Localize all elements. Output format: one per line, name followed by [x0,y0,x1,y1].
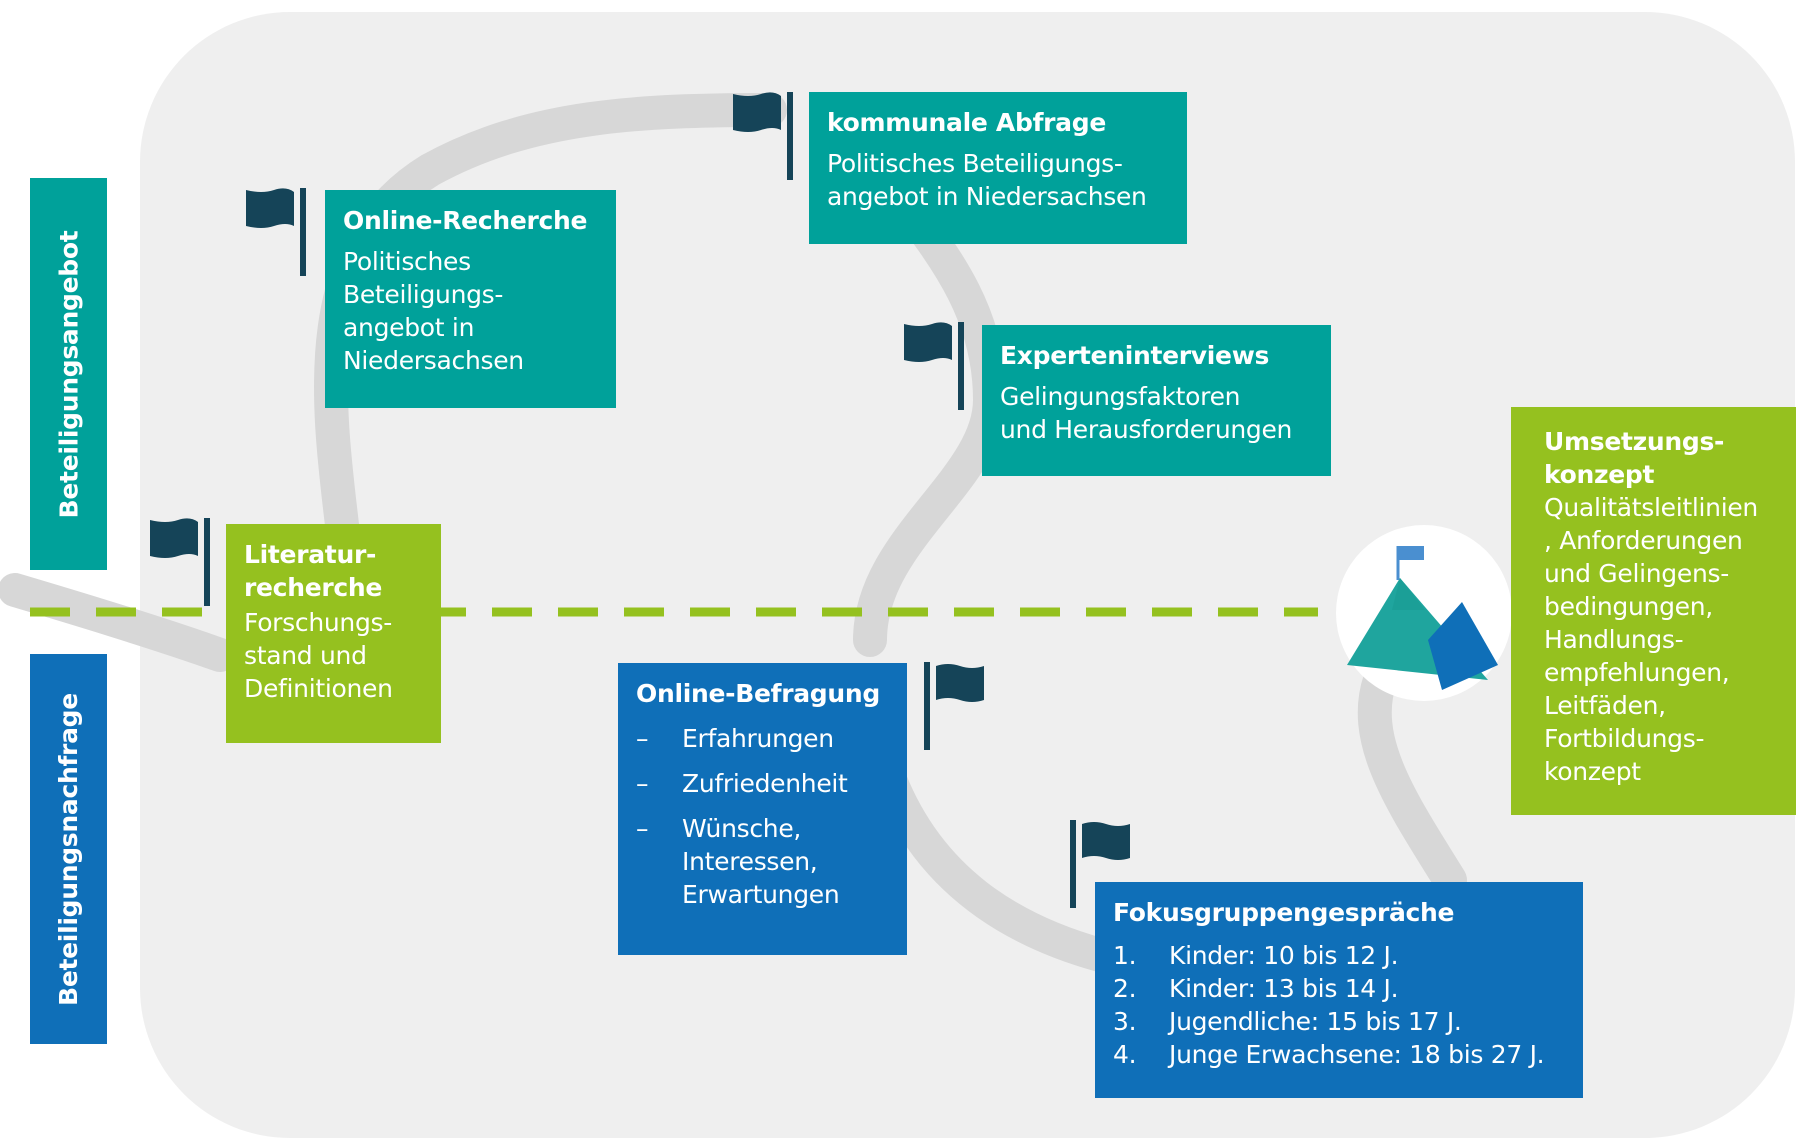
station-text: Gelingungsfaktoren und Herausforderungen [1000,382,1293,444]
flag-icon [733,92,793,180]
flag-icon [246,188,306,276]
flag-icon [150,518,210,606]
list-item: – Zufriedenheit [636,767,889,800]
list-marker: – [636,724,649,753]
list-item-text: Kinder: 13 bis 14 J. [1169,974,1399,1003]
station-title: Literatur- recherche [244,540,383,602]
list-marker: 4. [1113,1040,1137,1069]
list-item: 3. Jugendliche: 15 bis 17 J. [1113,1005,1565,1038]
flag-icon [1070,820,1130,908]
list-item: – Wünsche, Interessen, Erwartungen [636,812,889,911]
station-title: Experteninterviews [1000,341,1270,370]
flag-icon [904,322,964,410]
station-kommunale-abfrage: kommunale Abfrage Politisches Beteiligun… [809,92,1187,244]
list-marker: 2. [1113,974,1137,1003]
list-item-text: Zufriedenheit [682,769,848,798]
list-marker: 1. [1113,941,1137,970]
sidebar-beteiligungsnachfrage: Beteiligungsnachfrage [30,654,107,1044]
list-item: 4. Junge Erwachsene: 18 bis 27 J. [1113,1038,1565,1071]
sidebar-beteiligungsangebot: Beteiligungsangebot [30,178,107,570]
station-text: Politisches Beteiligungs- angebot in Nie… [343,247,524,375]
list-item: – Erfahrungen [636,722,889,755]
station-title: Fokusgruppengespräche [1113,898,1455,927]
sidebar-top-label: Beteiligungsangebot [54,230,84,518]
list-marker: – [636,814,649,843]
online-befragung-list: – Erfahrungen – Zufriedenheit – Wünsche,… [636,722,889,911]
station-title: kommunale Abfrage [827,108,1106,137]
station-umsetzungskonzept: Umsetzungs- konzept Qualitätsleitlinien … [1511,407,1796,815]
mountain-summit-icon [1347,546,1498,690]
list-item-text: Wünsche, Interessen, Erwartungen [682,814,840,909]
station-literaturrecherche: Literatur- recherche Forschungs- stand u… [226,524,441,743]
fokusgruppen-list: 1. Kinder: 10 bis 12 J. 2. Kinder: 13 bi… [1113,939,1565,1071]
station-online-befragung: Online-Befragung – Erfahrungen – Zufried… [618,663,907,955]
list-item-text: Jugendliche: 15 bis 17 J. [1169,1007,1462,1036]
station-fokusgruppengespraeche: Fokusgruppengespräche 1. Kinder: 10 bis … [1095,882,1583,1098]
list-item: 1. Kinder: 10 bis 12 J. [1113,939,1565,972]
station-online-recherche: Online-Recherche Politisches Beteiligung… [325,190,616,408]
station-title: Online-Befragung [636,679,880,708]
goal-marker [1336,525,1512,701]
list-item-text: Erfahrungen [682,724,834,753]
station-text: Forschungs- stand und Definitionen [244,608,393,703]
list-item: 2. Kinder: 13 bis 14 J. [1113,972,1565,1005]
flag-icon [924,662,984,750]
station-title: Online-Recherche [343,206,588,235]
sidebar-bottom-label: Beteiligungsnachfrage [54,692,83,1006]
list-item-text: Kinder: 10 bis 12 J. [1169,941,1399,970]
station-experteninterviews: Experteninterviews Gelingungsfaktoren un… [982,325,1331,476]
list-item-text: Junge Erwachsene: 18 bis 27 J. [1169,1040,1545,1069]
list-marker: 3. [1113,1007,1137,1036]
station-text: Qualitätsleitlinien , Anforderungen und … [1544,493,1758,786]
list-marker: – [636,769,649,798]
station-text: Politisches Beteiligungs- angebot in Nie… [827,149,1147,211]
station-title: Umsetzungs- konzept [1544,427,1725,489]
